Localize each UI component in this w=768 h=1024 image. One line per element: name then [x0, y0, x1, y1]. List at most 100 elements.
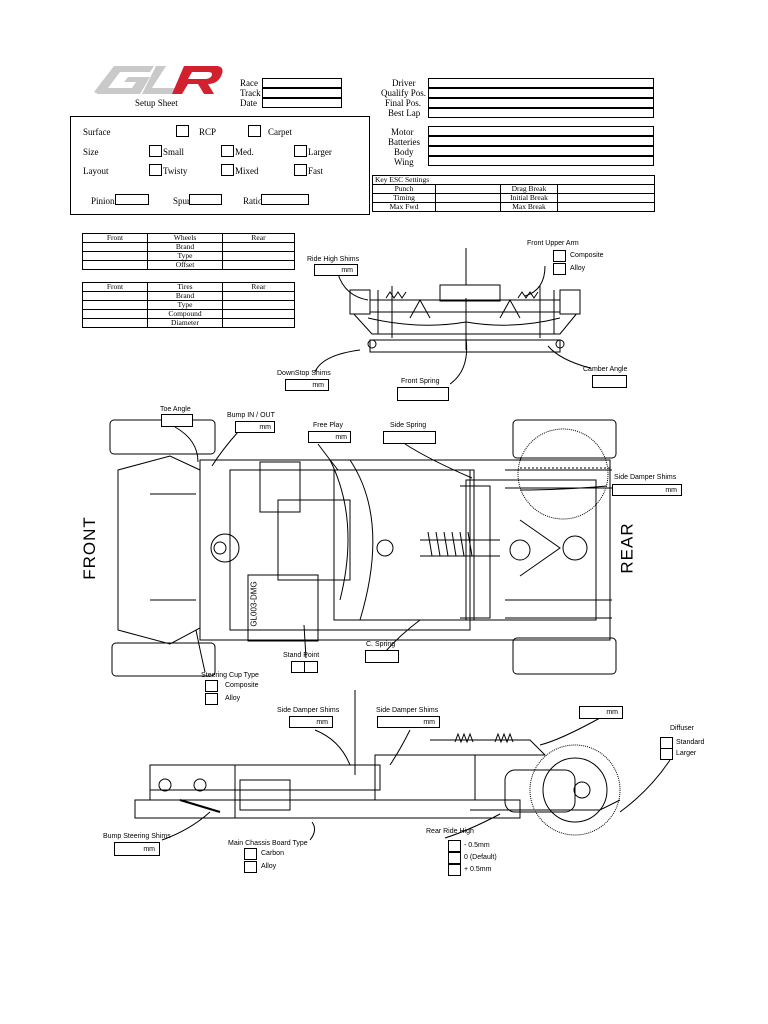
side-damper-shims-left-label: Side Damper Shims — [277, 707, 340, 714]
rcp-label: RCP — [199, 127, 217, 137]
bump-steering-shims-label: Bump Steering Shims — [103, 833, 171, 840]
rcp-checkbox[interactable] — [176, 125, 189, 137]
twisty-checkbox[interactable] — [149, 164, 162, 176]
qualify-field[interactable] — [428, 88, 654, 98]
tires-compound-rear[interactable] — [222, 309, 295, 319]
front-upper-arm-composite-checkbox[interactable] — [553, 250, 566, 262]
downstop-mm: mm — [312, 382, 324, 389]
side-damper-shims-top-field[interactable]: mm — [612, 484, 682, 496]
main-chassis-board-type-label: Main Chassis Board Type — [228, 840, 308, 847]
downstop-shims-label: DownStop Shims — [277, 370, 331, 377]
bump-steering-shims-field[interactable]: mm — [114, 842, 160, 856]
bestlap-label: Best Lap — [388, 108, 421, 118]
downstop-shims-field[interactable]: mm — [285, 379, 329, 391]
final-label: Final Pos. — [385, 98, 422, 108]
tires-brand-front[interactable] — [82, 291, 148, 301]
camber-angle-field[interactable] — [592, 375, 627, 388]
bump-mm: mm — [259, 424, 271, 431]
tires-type-front[interactable] — [82, 300, 148, 310]
rear-shims-field[interactable]: mm — [579, 706, 623, 719]
batteries-label: Batteries — [388, 137, 420, 147]
wheels-type-rear[interactable] — [222, 251, 295, 261]
ratio-field[interactable] — [261, 194, 309, 205]
ride-high-shims-field[interactable]: mm — [314, 264, 358, 276]
front-label: FRONT — [79, 516, 99, 580]
driver-field[interactable] — [428, 78, 654, 88]
wing-field[interactable] — [428, 156, 654, 166]
steering-cup-composite-label: Composite — [225, 682, 259, 689]
free-play-field[interactable]: mm — [308, 431, 351, 443]
steering-cup-alloy-checkbox[interactable] — [205, 693, 218, 705]
wing-label: Wing — [394, 157, 414, 167]
side-spring-field[interactable] — [383, 431, 436, 444]
rear-ride-plus-label: + 0.5mm — [464, 866, 492, 873]
rear-ride-minus-label: - 0.5mm — [464, 842, 490, 849]
tires-diameter-front[interactable] — [82, 318, 148, 328]
toe-angle-field[interactable] — [161, 414, 193, 427]
med-checkbox[interactable] — [221, 145, 234, 157]
side-damper-shims-right-label: Side Damper Shims — [376, 707, 439, 714]
bestlap-field[interactable] — [428, 108, 654, 118]
bump-in-out-field[interactable]: mm — [235, 421, 275, 433]
date-field[interactable] — [262, 98, 342, 108]
tires-compound-front[interactable] — [82, 309, 148, 319]
chassis-alloy-label: Alloy — [261, 863, 277, 870]
larger-checkbox[interactable] — [294, 145, 307, 157]
race-field[interactable] — [262, 78, 342, 88]
diffuser-standard-label: Standard — [676, 739, 705, 746]
board-label: GL003-DMG — [249, 581, 259, 627]
fast-label: Fast — [308, 166, 324, 176]
dragbreak-value[interactable] — [557, 184, 655, 194]
timing-value[interactable] — [435, 193, 501, 203]
mixed-checkbox[interactable] — [221, 164, 234, 176]
motor-field[interactable] — [428, 126, 654, 136]
wheels-type-front[interactable] — [82, 251, 148, 261]
rear-ride-minus-checkbox[interactable] — [448, 840, 461, 852]
carpet-checkbox[interactable] — [248, 125, 261, 137]
rear-ride-default-checkbox[interactable] — [448, 852, 461, 864]
diffuser-larger-checkbox[interactable] — [660, 748, 673, 760]
steering-cup-composite-checkbox[interactable] — [205, 680, 218, 692]
punch-value[interactable] — [435, 184, 501, 194]
side-damper-top-mm: mm — [665, 487, 677, 494]
wheels-offset-front[interactable] — [82, 260, 148, 270]
stand-point-field-1[interactable] — [291, 661, 305, 673]
c-spring-field[interactable] — [365, 650, 399, 663]
spur-field[interactable] — [189, 194, 222, 205]
steering-cup-type-label: Steering Cup Type — [201, 672, 259, 679]
chassis-alloy-checkbox[interactable] — [244, 861, 257, 873]
front-upper-arm-alloy-checkbox[interactable] — [553, 263, 566, 275]
tires-rear-header: Rear — [222, 282, 295, 292]
batteries-field[interactable] — [428, 136, 654, 146]
stand-point-label: Stand Point — [283, 652, 320, 659]
rear-ride-plus-checkbox[interactable] — [448, 864, 461, 876]
tires-brand-rear[interactable] — [222, 291, 295, 301]
pinion-field[interactable] — [115, 194, 149, 205]
free-play-label: Free Play — [313, 422, 343, 429]
stand-point-field-2[interactable] — [304, 661, 318, 673]
side-damper-shims-right-field[interactable]: mm — [377, 716, 440, 728]
maxfwd-value[interactable] — [435, 202, 501, 212]
front-spring-label: Front Spring — [401, 378, 440, 385]
wheels-offset-rear[interactable] — [222, 260, 295, 270]
maxfwd-label: Max Fwd — [372, 202, 436, 212]
fast-checkbox[interactable] — [294, 164, 307, 176]
body-field[interactable] — [428, 146, 654, 156]
maxbreak-value[interactable] — [557, 202, 655, 212]
tires-diameter-label: Diameter — [147, 318, 223, 328]
wheels-brand-front[interactable] — [82, 242, 148, 252]
small-checkbox[interactable] — [149, 145, 162, 157]
tires-diameter-rear[interactable] — [222, 318, 295, 328]
side-damper-shims-left-field[interactable]: mm — [289, 716, 333, 728]
driver-label: Driver — [392, 78, 416, 88]
wheels-brand-rear[interactable] — [222, 242, 295, 252]
diffuser-label: Diffuser — [670, 725, 694, 732]
tires-type-rear[interactable] — [222, 300, 295, 310]
final-field[interactable] — [428, 98, 654, 108]
initialbreak-value[interactable] — [557, 193, 655, 203]
chassis-carbon-checkbox[interactable] — [244, 848, 257, 860]
side-spring-label: Side Spring — [390, 422, 427, 429]
front-spring-field[interactable] — [397, 387, 449, 401]
track-field[interactable] — [262, 88, 342, 98]
